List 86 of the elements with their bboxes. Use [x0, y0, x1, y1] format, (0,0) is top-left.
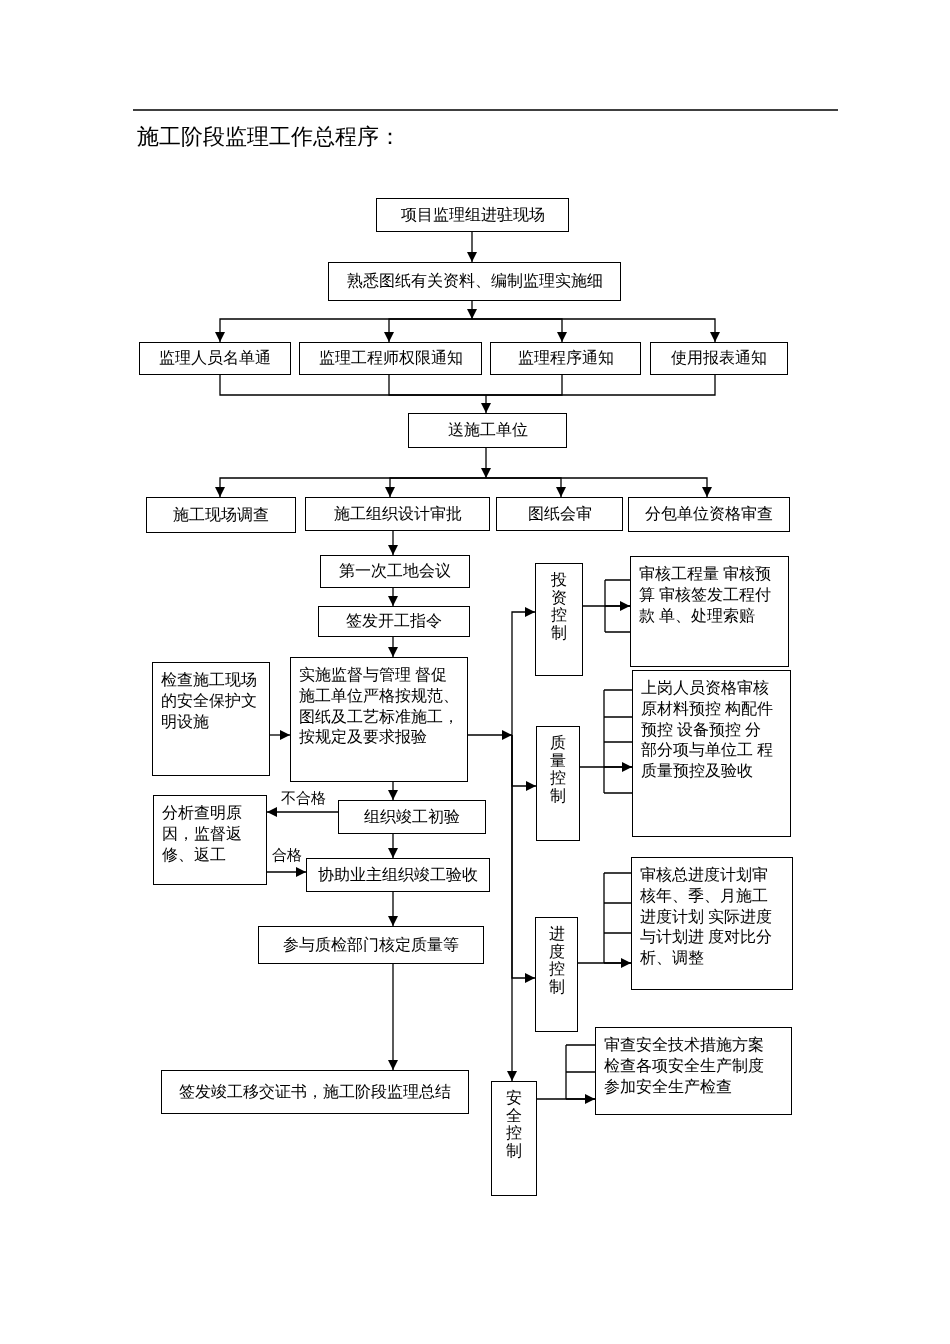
arrow [385, 477, 487, 498]
arrow [388, 833, 398, 859]
note-text: 审查安全技术措施方案检查各项安全生产制度参加安全生产检查 [604, 1035, 765, 1097]
process-box [146, 497, 296, 533]
process-box [376, 198, 569, 232]
step-text: 送施工单位 [447, 420, 528, 441]
process-box [258, 926, 484, 964]
arrow [388, 587, 398, 607]
process-box [338, 800, 486, 834]
process-box [306, 858, 490, 892]
arrow [388, 963, 398, 1071]
note-box [595, 1027, 792, 1115]
arrow [467, 231, 477, 263]
process-box [161, 1070, 469, 1114]
note-text: 审核工程量 审核预算 审核签发工程付款 单、处理索赔 [639, 564, 772, 626]
arrow [388, 530, 398, 556]
arrow [471, 318, 720, 343]
step-text: 参与质检部门核定质量等 [283, 934, 459, 955]
arrow [467, 730, 513, 740]
step-text: 熟悉图纸有关资料、编制监理实施细 [346, 271, 603, 292]
arrow [481, 447, 491, 479]
process-box [320, 555, 470, 588]
step-text: 组织竣工初验 [364, 806, 460, 827]
step-text: 图纸会审 [527, 503, 592, 524]
arrow [266, 807, 339, 817]
process-box [328, 262, 621, 301]
step-text: 项目监理组进驻现场 [400, 204, 545, 225]
process-box [290, 657, 468, 782]
vertical-label: 安全控制 [506, 1089, 522, 1160]
step-text: 分包单位资格审查 [645, 504, 773, 525]
arrow [467, 300, 477, 320]
vertical-label: 质量控制 [550, 734, 566, 805]
arrow [582, 601, 631, 611]
edge-label: 不合格 [280, 790, 326, 808]
arrow [269, 730, 291, 740]
process-box [628, 497, 790, 532]
note-box [631, 857, 793, 990]
step-text: 签发竣工移交证书，施工阶段监理总结 [179, 1081, 451, 1102]
step-text: 监理人员名单通 [159, 348, 271, 369]
arrow [388, 891, 398, 927]
step-text: 签发开工指令 [346, 611, 442, 632]
connector-line [485, 374, 716, 396]
process-box [490, 342, 641, 375]
arrow [388, 636, 398, 658]
note-text: 审核总进度计划审核年、季、月施工进度计划 实际进度与计划进 度对比分析、调整 [640, 865, 773, 969]
step-text: 监理程序通知 [517, 348, 614, 369]
process-box [650, 342, 788, 375]
step-text: 施工现场调查 [173, 504, 269, 525]
process-box [318, 606, 470, 637]
control-box [535, 917, 578, 1032]
connector-line [388, 374, 487, 396]
edge-label: 合格 [272, 847, 302, 865]
vertical-label: 进度控制 [548, 925, 565, 996]
note-text: 上岗人员资格审核原材料预控 构配件预控 设备预控 分部分项与单位工 程质量预控及验收 [641, 678, 774, 782]
process-box [153, 795, 267, 885]
arrow [579, 762, 633, 772]
process-box [152, 662, 270, 776]
vertical-label: 投资控制 [551, 571, 567, 642]
arrow [481, 394, 491, 414]
arrow [536, 1094, 596, 1104]
step-text: 实施监督与管理 督促施工单位严格按规范、图纸及工艺标准施工，按规定及要求报验 [299, 665, 459, 748]
step-text: 检查施工现场的安全保护文明设施 [161, 670, 257, 732]
arrow [388, 781, 398, 801]
step-text: 施工组织设计审批 [333, 503, 462, 524]
note-box [630, 556, 789, 667]
arrow [384, 318, 473, 343]
page-title: 施工阶段监理工作总程序： [137, 124, 401, 151]
step-text: 第一次工地会议 [339, 561, 451, 582]
step-text: 分析查明原因，监督返修、返工 [162, 803, 243, 865]
control-box [491, 1081, 537, 1196]
process-box [496, 497, 623, 531]
process-box [408, 413, 567, 448]
step-text: 监理工程师权限通知 [318, 348, 463, 369]
arrow [266, 867, 307, 877]
step-text: 协助业主组织竣工验收 [318, 864, 478, 885]
arrow [485, 477, 712, 498]
arrow [577, 958, 632, 968]
process-box [299, 342, 482, 375]
control-box [536, 726, 580, 841]
arrow [507, 734, 517, 1082]
process-box [305, 497, 490, 531]
process-box [139, 342, 291, 375]
arrow [511, 607, 536, 736]
step-text: 使用报表通知 [671, 348, 767, 369]
control-box [535, 563, 583, 676]
note-box [632, 670, 791, 837]
